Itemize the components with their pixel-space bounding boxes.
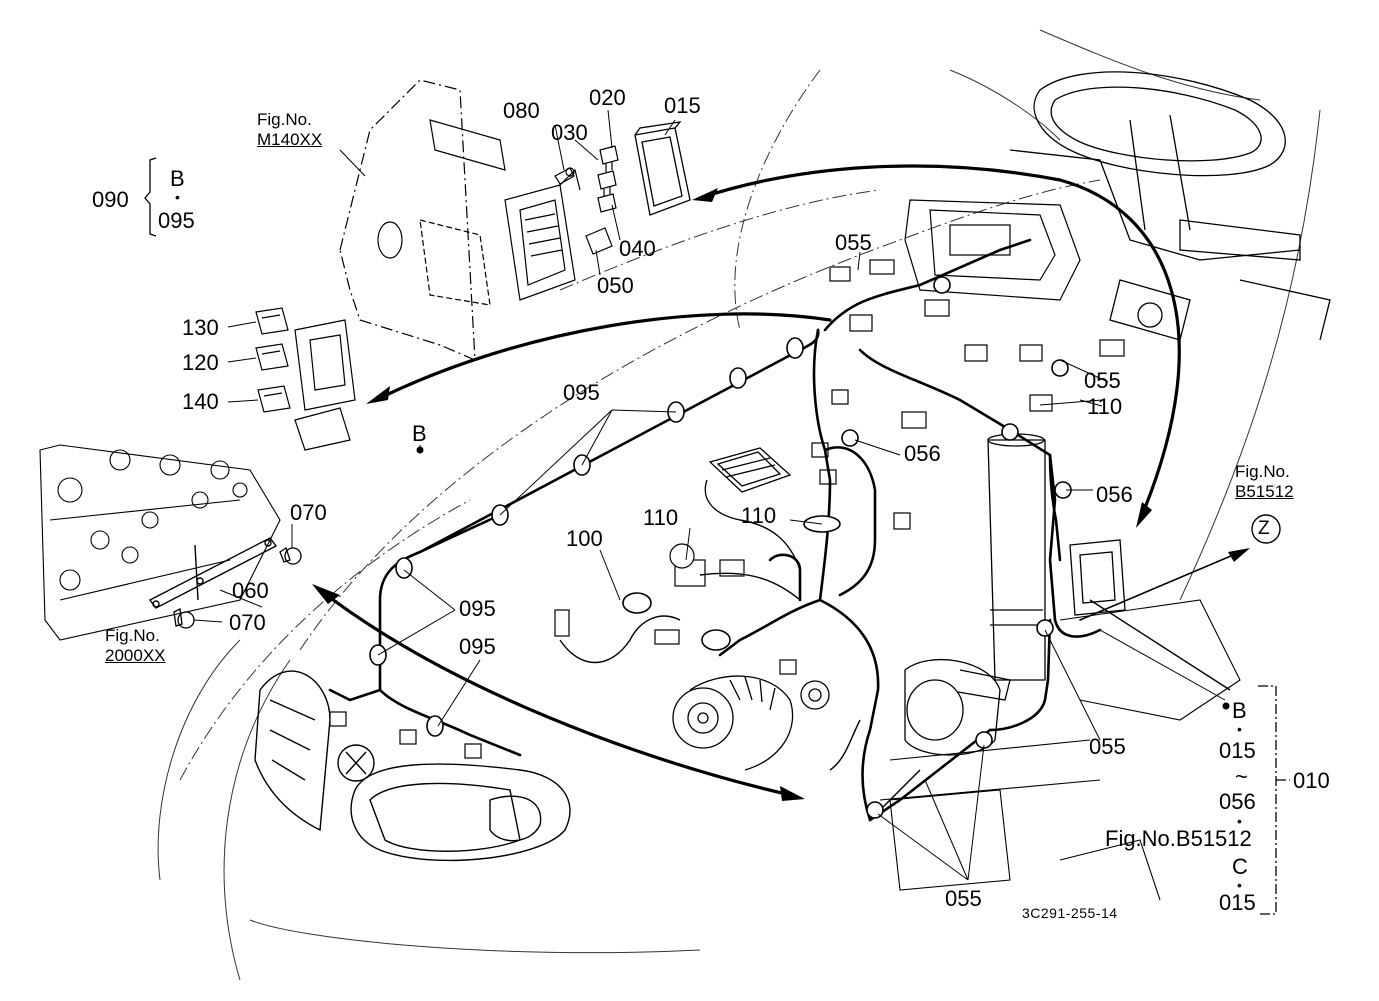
chassis-drawing bbox=[879, 599, 1241, 901]
part-090-range-bottom: 095 bbox=[158, 208, 195, 233]
callout-b-label: B bbox=[412, 421, 427, 446]
part-090-label: 090 bbox=[92, 187, 129, 212]
part-070-upper-label: 070 bbox=[290, 500, 327, 525]
fig-ref-2000xx: Fig.No. 2000XX bbox=[105, 626, 166, 665]
z-marker-label: Z bbox=[1258, 518, 1270, 539]
part-010-range-dot1: • bbox=[1237, 721, 1242, 737]
part-110-middle-label: 110 bbox=[643, 505, 679, 530]
part-010-range-from: 015 bbox=[1219, 738, 1256, 763]
part-055-top-label: 055 bbox=[835, 230, 872, 255]
fig-ref-2000xx-label: Fig.No. bbox=[105, 626, 160, 645]
leader-lines bbox=[193, 109, 1226, 881]
part-090-range-dot: • bbox=[175, 189, 180, 205]
main-wire-harness bbox=[328, 238, 1102, 822]
part-056-right-label: 056 bbox=[1096, 482, 1133, 507]
part-055-right-label: 055 bbox=[1084, 368, 1121, 393]
harness-connectors-drawing bbox=[329, 259, 1125, 759]
part-020-label: 020 bbox=[589, 85, 626, 110]
grille-headlight-drawing bbox=[254, 670, 571, 862]
tractor-body-outline bbox=[157, 29, 1321, 981]
direction-arrows bbox=[318, 164, 1246, 797]
fuse-panel-drawing bbox=[339, 79, 581, 361]
fig-ref-b51512-number: B51512 bbox=[1235, 481, 1294, 501]
bolt-080-drawing bbox=[554, 167, 575, 185]
relays-drawing bbox=[255, 307, 356, 451]
part-010-range-dot2: • bbox=[1237, 813, 1242, 829]
drawing-code: 3C291-255-14 bbox=[1022, 905, 1118, 921]
callout-b-dot bbox=[416, 446, 424, 454]
part-080-label: 080 bbox=[503, 98, 540, 123]
controller-box-drawing bbox=[704, 447, 792, 521]
part-010-range-to: 056 bbox=[1219, 789, 1256, 814]
part-095-lower-label: 095 bbox=[459, 634, 496, 659]
callout-b-right-dot bbox=[1222, 702, 1230, 710]
fig-ref-b51512-label: Fig.No. bbox=[1235, 462, 1290, 481]
part-030-label: 030 bbox=[551, 120, 588, 145]
z-marker-circle bbox=[1251, 514, 1281, 544]
bracket-060-drawing bbox=[148, 537, 278, 609]
fuses-020-030-040-drawing bbox=[585, 145, 619, 255]
part-090-range-top: B bbox=[170, 166, 185, 191]
part-050-label: 050 bbox=[597, 273, 634, 298]
fig-ref-m140xx-label: Fig.No. bbox=[257, 110, 312, 129]
part-060-label: 060 bbox=[232, 578, 269, 603]
arrowheads bbox=[312, 188, 1250, 801]
part-120-label: 120 bbox=[182, 350, 219, 375]
bolt-070-upper-drawing bbox=[279, 546, 302, 565]
part-100-label: 100 bbox=[566, 526, 603, 551]
connector-b51512-drawing bbox=[1069, 539, 1126, 616]
thin-wires bbox=[559, 519, 1231, 821]
alternator-drawing bbox=[672, 675, 830, 771]
steering-wheel-drawing bbox=[1009, 71, 1331, 341]
part-015-label: 015 bbox=[664, 93, 701, 118]
part-010-range-c: C bbox=[1232, 854, 1248, 879]
part-055-lower-right-label: 055 bbox=[1089, 734, 1126, 759]
fig-ref-m140xx-number: M140XX bbox=[257, 129, 323, 149]
part-010-range-dot3: • bbox=[1237, 877, 1242, 893]
part-010-label: 010 bbox=[1293, 768, 1330, 793]
part-130-label: 130 bbox=[182, 315, 219, 340]
part-095-upper-label: 095 bbox=[563, 380, 600, 405]
fig-ref-2000xx-number: 2000XX bbox=[105, 645, 166, 665]
fuse-cover-015-drawing bbox=[634, 121, 691, 216]
dash-panel-drawing bbox=[904, 199, 1081, 301]
engine-block-drawing bbox=[39, 444, 281, 641]
part-040-label: 040 bbox=[619, 236, 656, 261]
part-056-center-label: 056 bbox=[904, 441, 941, 466]
part-070-lower-label: 070 bbox=[229, 610, 266, 635]
bracket-090-drawing bbox=[144, 157, 157, 237]
part-010-range-tilde: ~ bbox=[1235, 764, 1248, 789]
air-intake-tube-drawing bbox=[987, 433, 1046, 681]
part-140-label: 140 bbox=[182, 389, 219, 414]
part-055-bottom-label: 055 bbox=[945, 886, 982, 911]
part-110-center-label: 110 bbox=[741, 503, 777, 528]
fig-ref-m140xx: Fig.No. M140XX bbox=[257, 110, 322, 149]
part-010-fig-ref: Fig.No.B51512 bbox=[1105, 826, 1252, 851]
fig-ref-b51512: Fig.No. B51512 bbox=[1235, 462, 1294, 501]
bracket-010-drawing bbox=[1258, 685, 1290, 915]
starter-motor-drawing bbox=[904, 658, 1011, 756]
part-010-range-b: B bbox=[1232, 698, 1247, 723]
part-110-right-label: 110 bbox=[1087, 394, 1123, 419]
part-095-middle-label: 095 bbox=[459, 596, 496, 621]
bolt-070-lower-drawing bbox=[173, 608, 195, 629]
part-010-range-c-part: 015 bbox=[1219, 890, 1256, 915]
